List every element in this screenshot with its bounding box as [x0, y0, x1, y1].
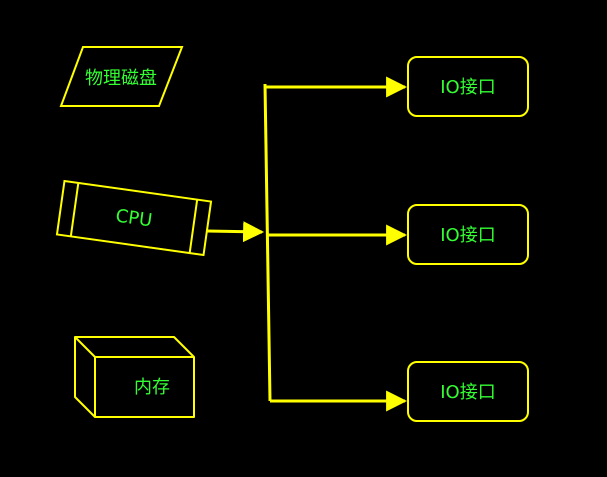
disk-shape — [59, 46, 184, 107]
io-3-label: IO接口 — [440, 382, 495, 403]
io-node-3: IO接口 — [407, 361, 529, 422]
cpu-node: CPU — [55, 179, 213, 257]
memory-label: 内存 — [134, 377, 170, 398]
cpu-left-bar — [69, 182, 80, 237]
io-3-shape — [407, 361, 529, 422]
memory-shape — [74, 336, 195, 418]
cpu-right-bar — [188, 199, 199, 254]
io-node-1: IO接口 — [407, 56, 529, 117]
disk-node: 物理磁盘 — [59, 46, 184, 107]
io-1-shape — [407, 56, 529, 117]
io-node-2: IO接口 — [407, 204, 529, 265]
disk-label: 物理磁盘 — [85, 68, 157, 89]
memory-node: 内存 — [74, 336, 195, 418]
cpu-to-bus-arrow — [206, 221, 265, 243]
bus-line — [263, 83, 272, 402]
io-2-shape — [407, 204, 529, 265]
io-2-label: IO接口 — [440, 225, 495, 246]
cpu-label: CPU — [114, 206, 153, 232]
io-1-label: IO接口 — [440, 77, 495, 98]
cpu-shape — [55, 179, 213, 257]
